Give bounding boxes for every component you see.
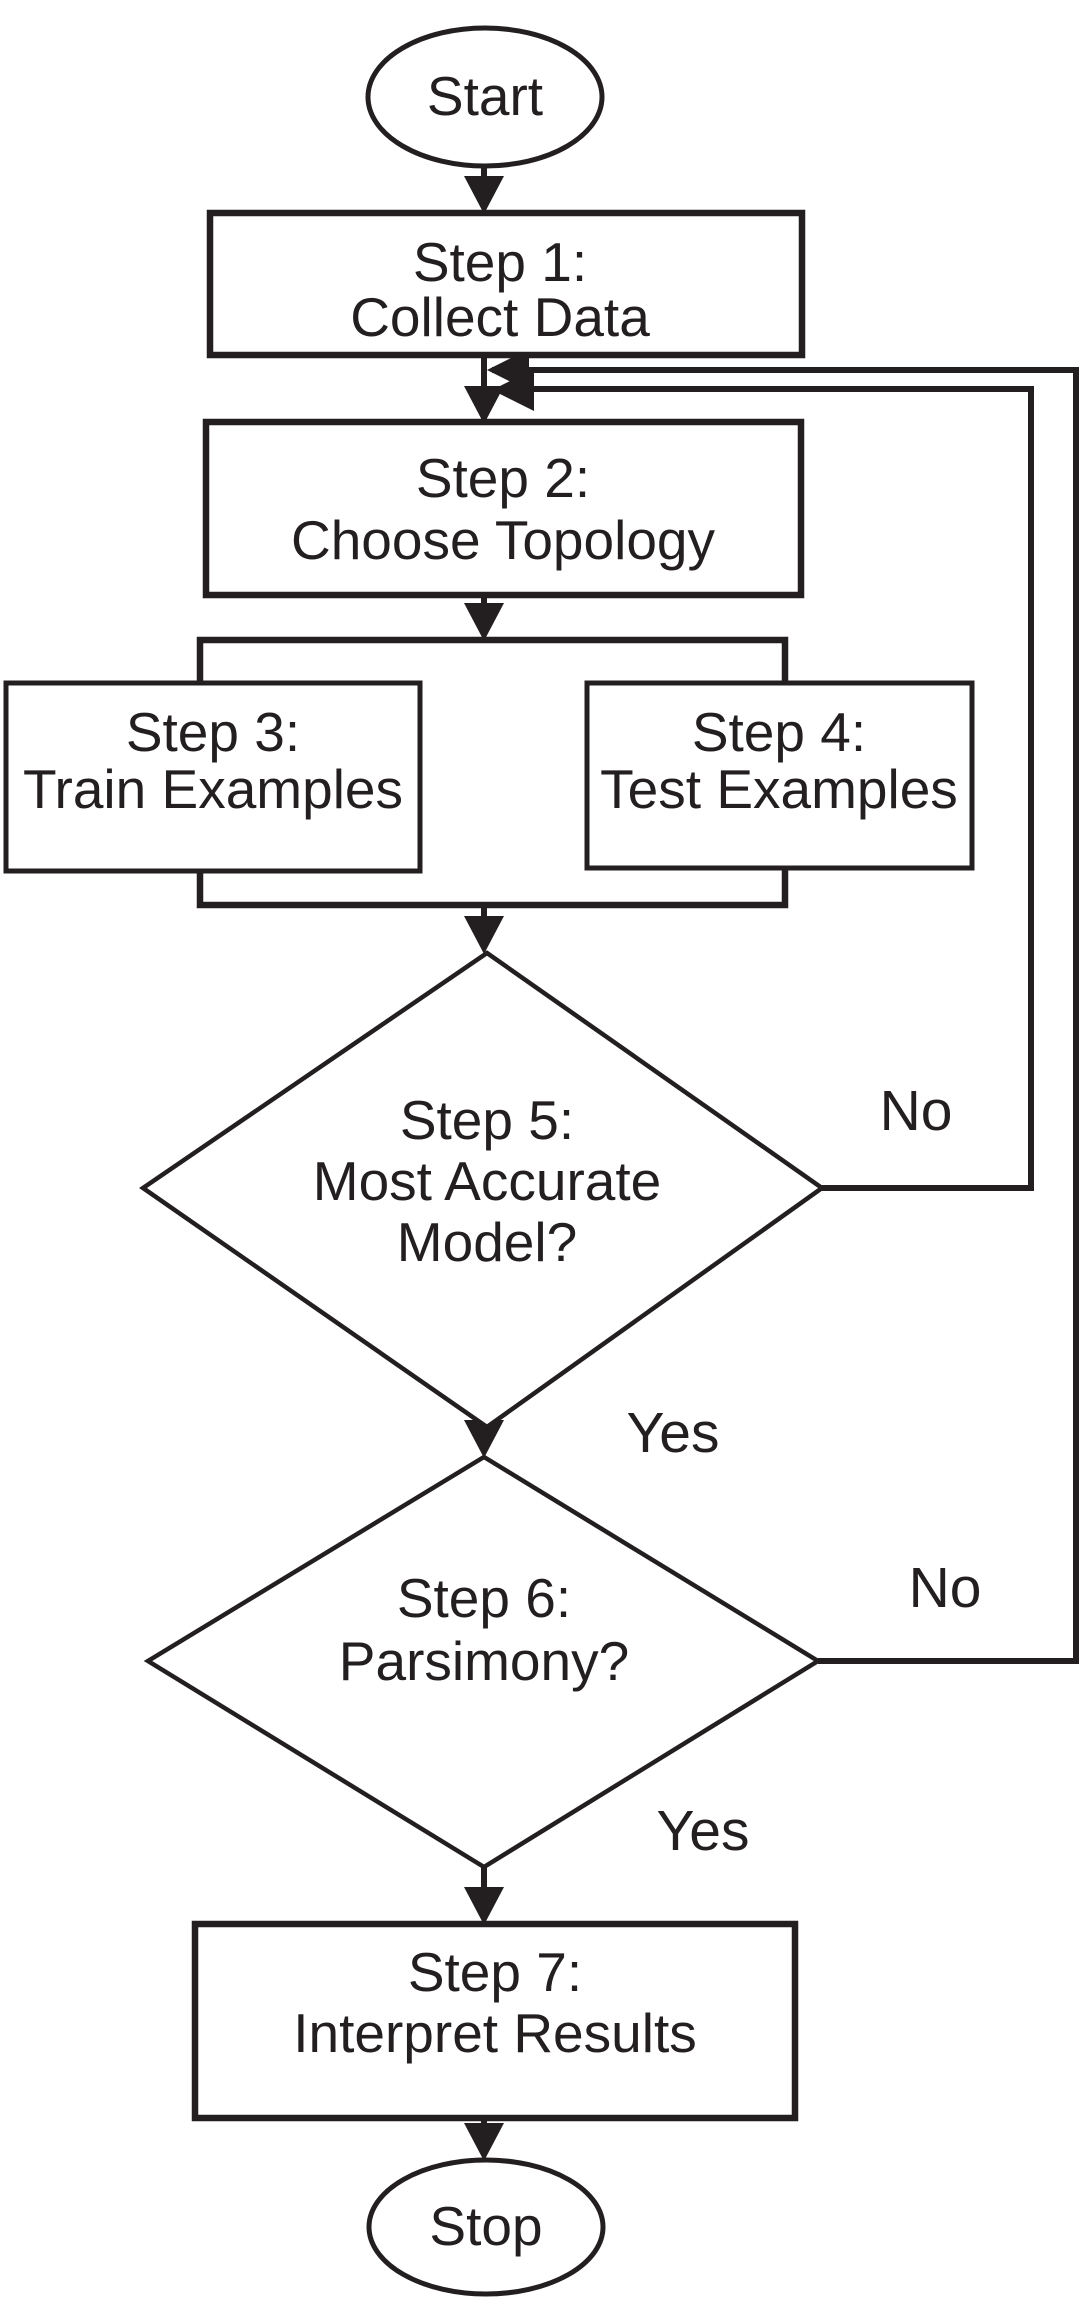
- arrowhead-into-stop: [464, 2123, 504, 2161]
- step3-process-box: [3, 680, 423, 874]
- step4-label-line2: Test Examples: [600, 758, 958, 820]
- step6-label-line1: Step 6:: [397, 1567, 571, 1629]
- arrowhead-into-step7: [464, 1887, 504, 1925]
- step7-process-box: [191, 1920, 799, 2122]
- step4-process-box: [584, 680, 975, 871]
- start-terminator: [365, 25, 605, 169]
- step5-decision-diamond: [139, 950, 826, 1430]
- feedback-line-step6-no: [492, 367, 1079, 1664]
- start-label: Start: [427, 65, 543, 127]
- arrowhead-into-step6: [464, 1420, 504, 1458]
- step7-label-line1: Step 7:: [408, 1941, 582, 2003]
- step6-decision-diamond: [143, 1454, 823, 1870]
- step6-label-line2: Parsimony?: [339, 1630, 629, 1692]
- step1-label-line1: Step 1:: [413, 231, 587, 293]
- step2-process-box: [202, 418, 805, 599]
- arrowhead-into-step2: [464, 386, 504, 424]
- step1-process-box: [206, 209, 806, 359]
- no-label-step5: No: [880, 1079, 953, 1143]
- step5-label-line2: Most Accurate: [313, 1150, 661, 1212]
- yes-label-step5: Yes: [627, 1401, 720, 1465]
- arrowhead-into-step1: [464, 176, 504, 214]
- step3-label-line1: Step 3:: [126, 701, 300, 763]
- step5-label-line3: Model?: [397, 1211, 577, 1273]
- yes-label-step6: Yes: [657, 1799, 750, 1863]
- stop-label: Stop: [429, 2195, 542, 2257]
- feedback-line-step5-no: [497, 386, 1034, 1191]
- arrowhead-into-step5: [464, 916, 504, 954]
- step5-label-line1: Step 5:: [400, 1089, 574, 1151]
- step2-label-line2: Choose Topology: [291, 509, 716, 571]
- step7-label-line2: Interpret Results: [293, 2002, 697, 2064]
- arrowhead-feedback-step5: [492, 369, 534, 411]
- stop-terminator: [366, 2157, 606, 2297]
- step3-label-line2: Train Examples: [23, 758, 403, 820]
- step1-label-line2: Collect Data: [350, 286, 650, 348]
- no-label-step6: No: [909, 1556, 982, 1620]
- arrowhead-into-examples: [464, 603, 504, 641]
- step4-label-line1: Step 4:: [692, 701, 866, 763]
- step2-label-line1: Step 2:: [416, 447, 590, 509]
